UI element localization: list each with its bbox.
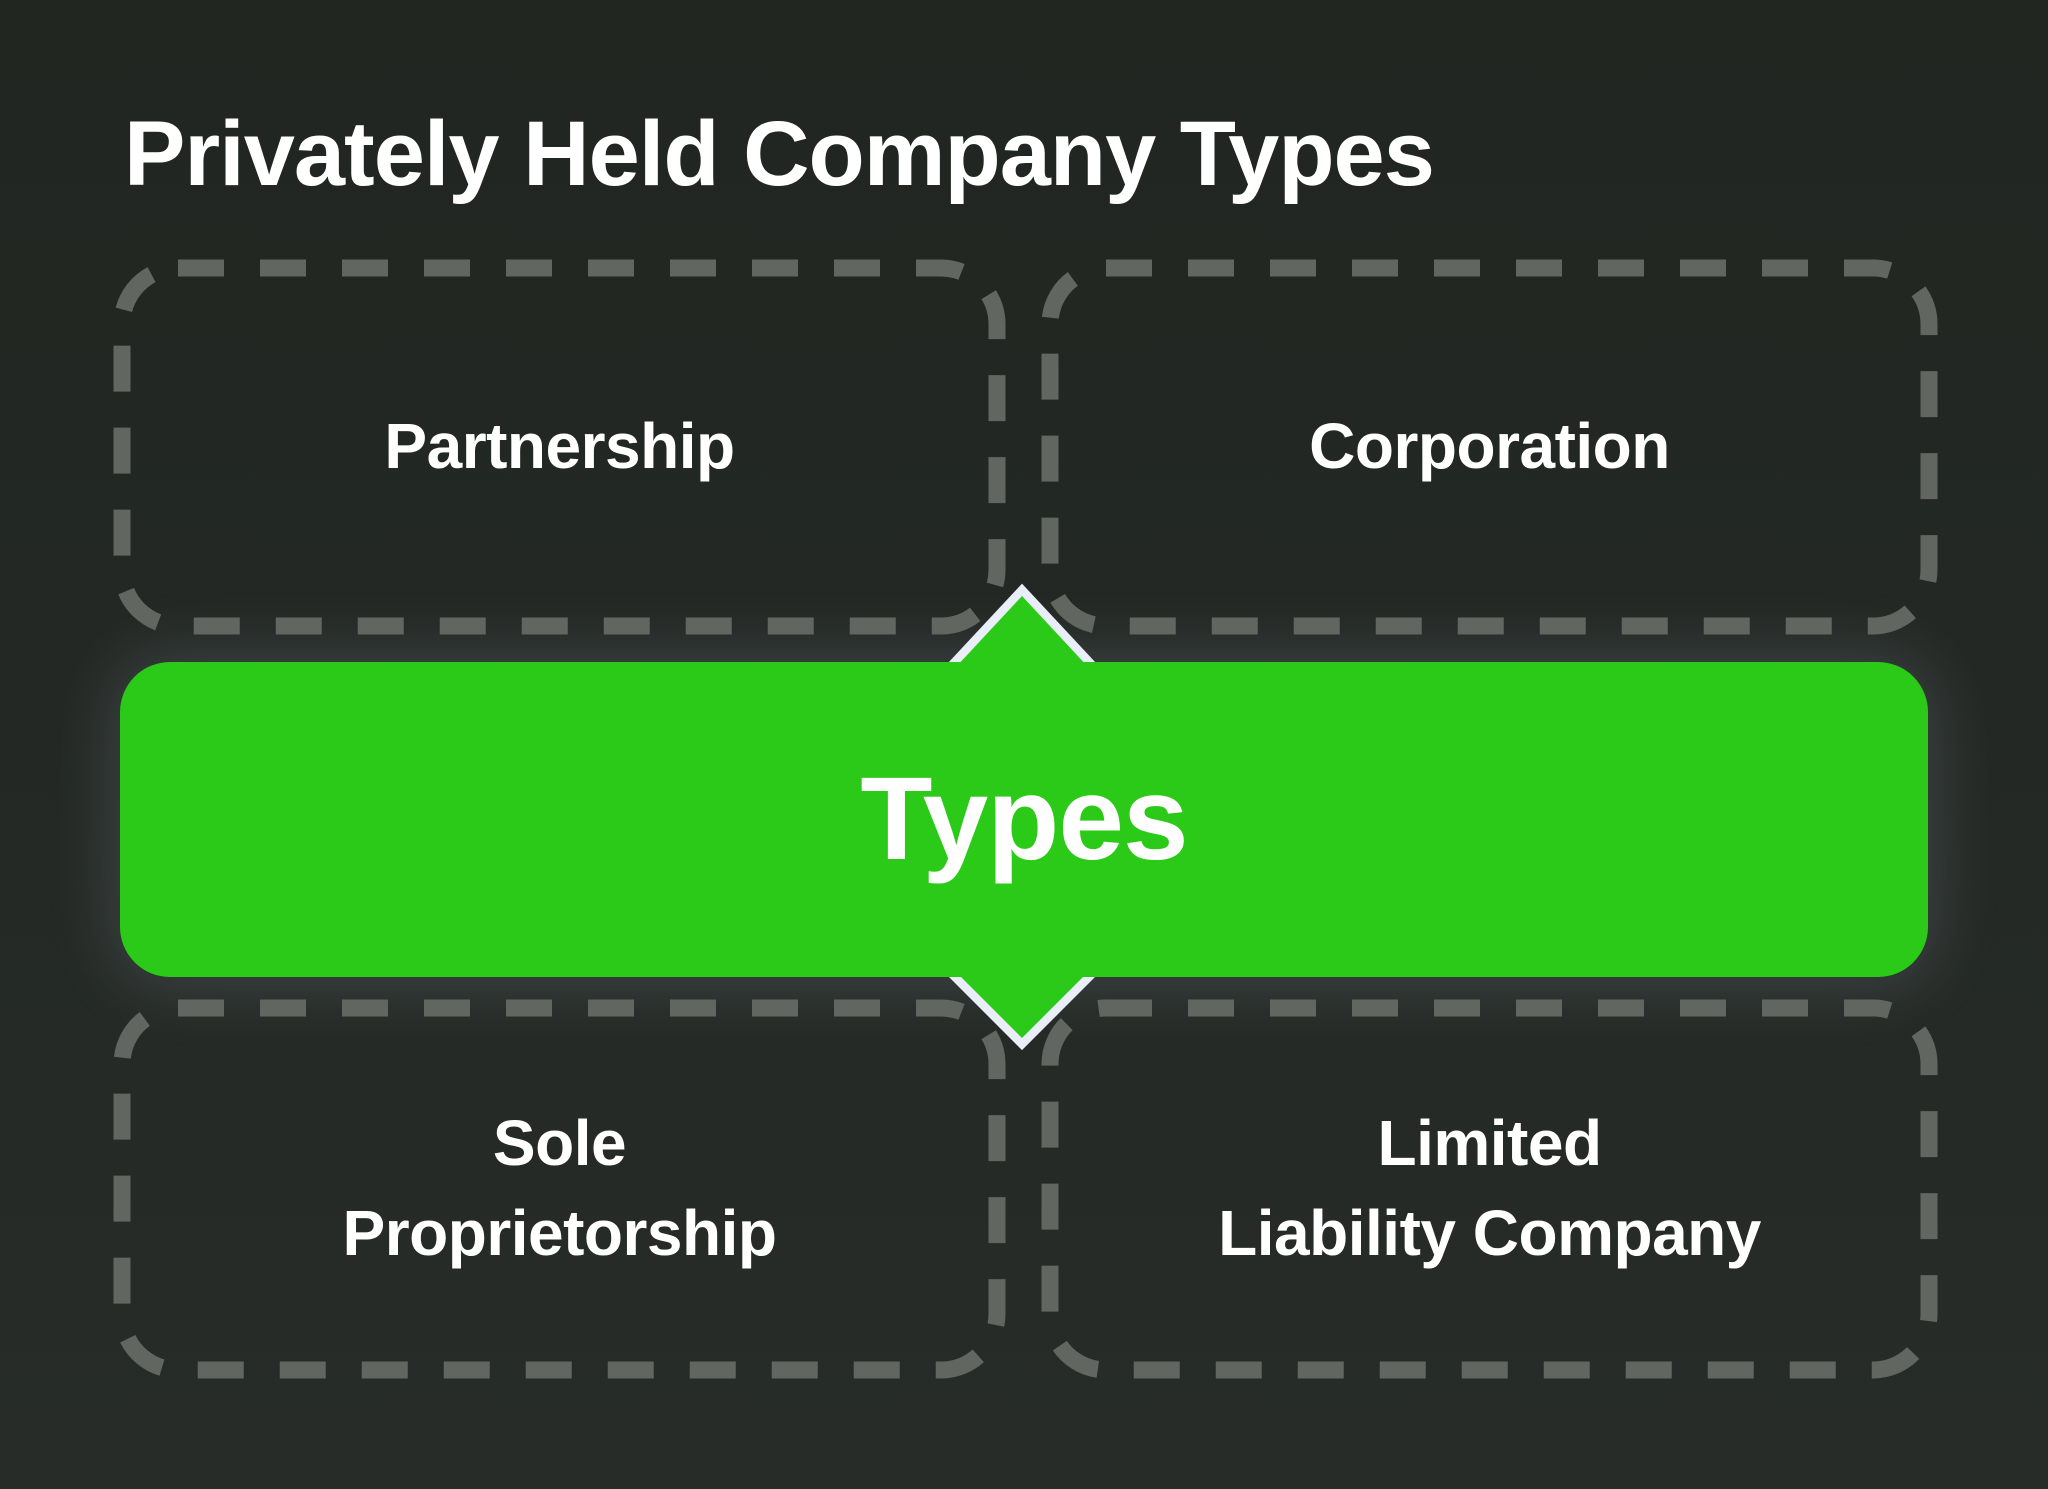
llc-label-line2: Liability Company bbox=[1218, 1197, 1761, 1269]
arrow-up-fill bbox=[955, 596, 1089, 668]
corporation-box-border bbox=[1041, 259, 1938, 635]
types-label: Types bbox=[860, 752, 1188, 885]
arrow-down-icon bbox=[948, 969, 1096, 1051]
sole-proprietorship-box: Sole Proprietorship bbox=[122, 1008, 997, 1370]
arrow-up-icon bbox=[948, 583, 1096, 670]
arrow-down-fill bbox=[955, 971, 1089, 1038]
sole-proprietorship-label-line2: Proprietorship bbox=[342, 1197, 777, 1269]
arrow-up-outline bbox=[948, 583, 1096, 670]
page-title: Privately Held Company Types bbox=[124, 103, 1435, 205]
partnership-label: Partnership bbox=[384, 410, 735, 483]
corporation-box: Corporation bbox=[1050, 268, 1929, 626]
llc-label-line1: Limited bbox=[1377, 1107, 1602, 1180]
partnership-box: Partnership bbox=[122, 268, 997, 626]
types-banner bbox=[120, 662, 1928, 977]
types-banner-label-box: Types bbox=[120, 662, 1928, 977]
sole-proprietorship-box-border bbox=[113, 999, 1006, 1379]
llc-box-border bbox=[1041, 999, 1938, 1379]
sole-proprietorship-label-line1: Sole bbox=[492, 1107, 627, 1180]
arrow-down-outline bbox=[948, 969, 1096, 1051]
corporation-label: Corporation bbox=[1309, 410, 1670, 483]
partnership-box-border bbox=[113, 259, 1006, 635]
llc-box: Limited Liability Company bbox=[1050, 1008, 1929, 1370]
